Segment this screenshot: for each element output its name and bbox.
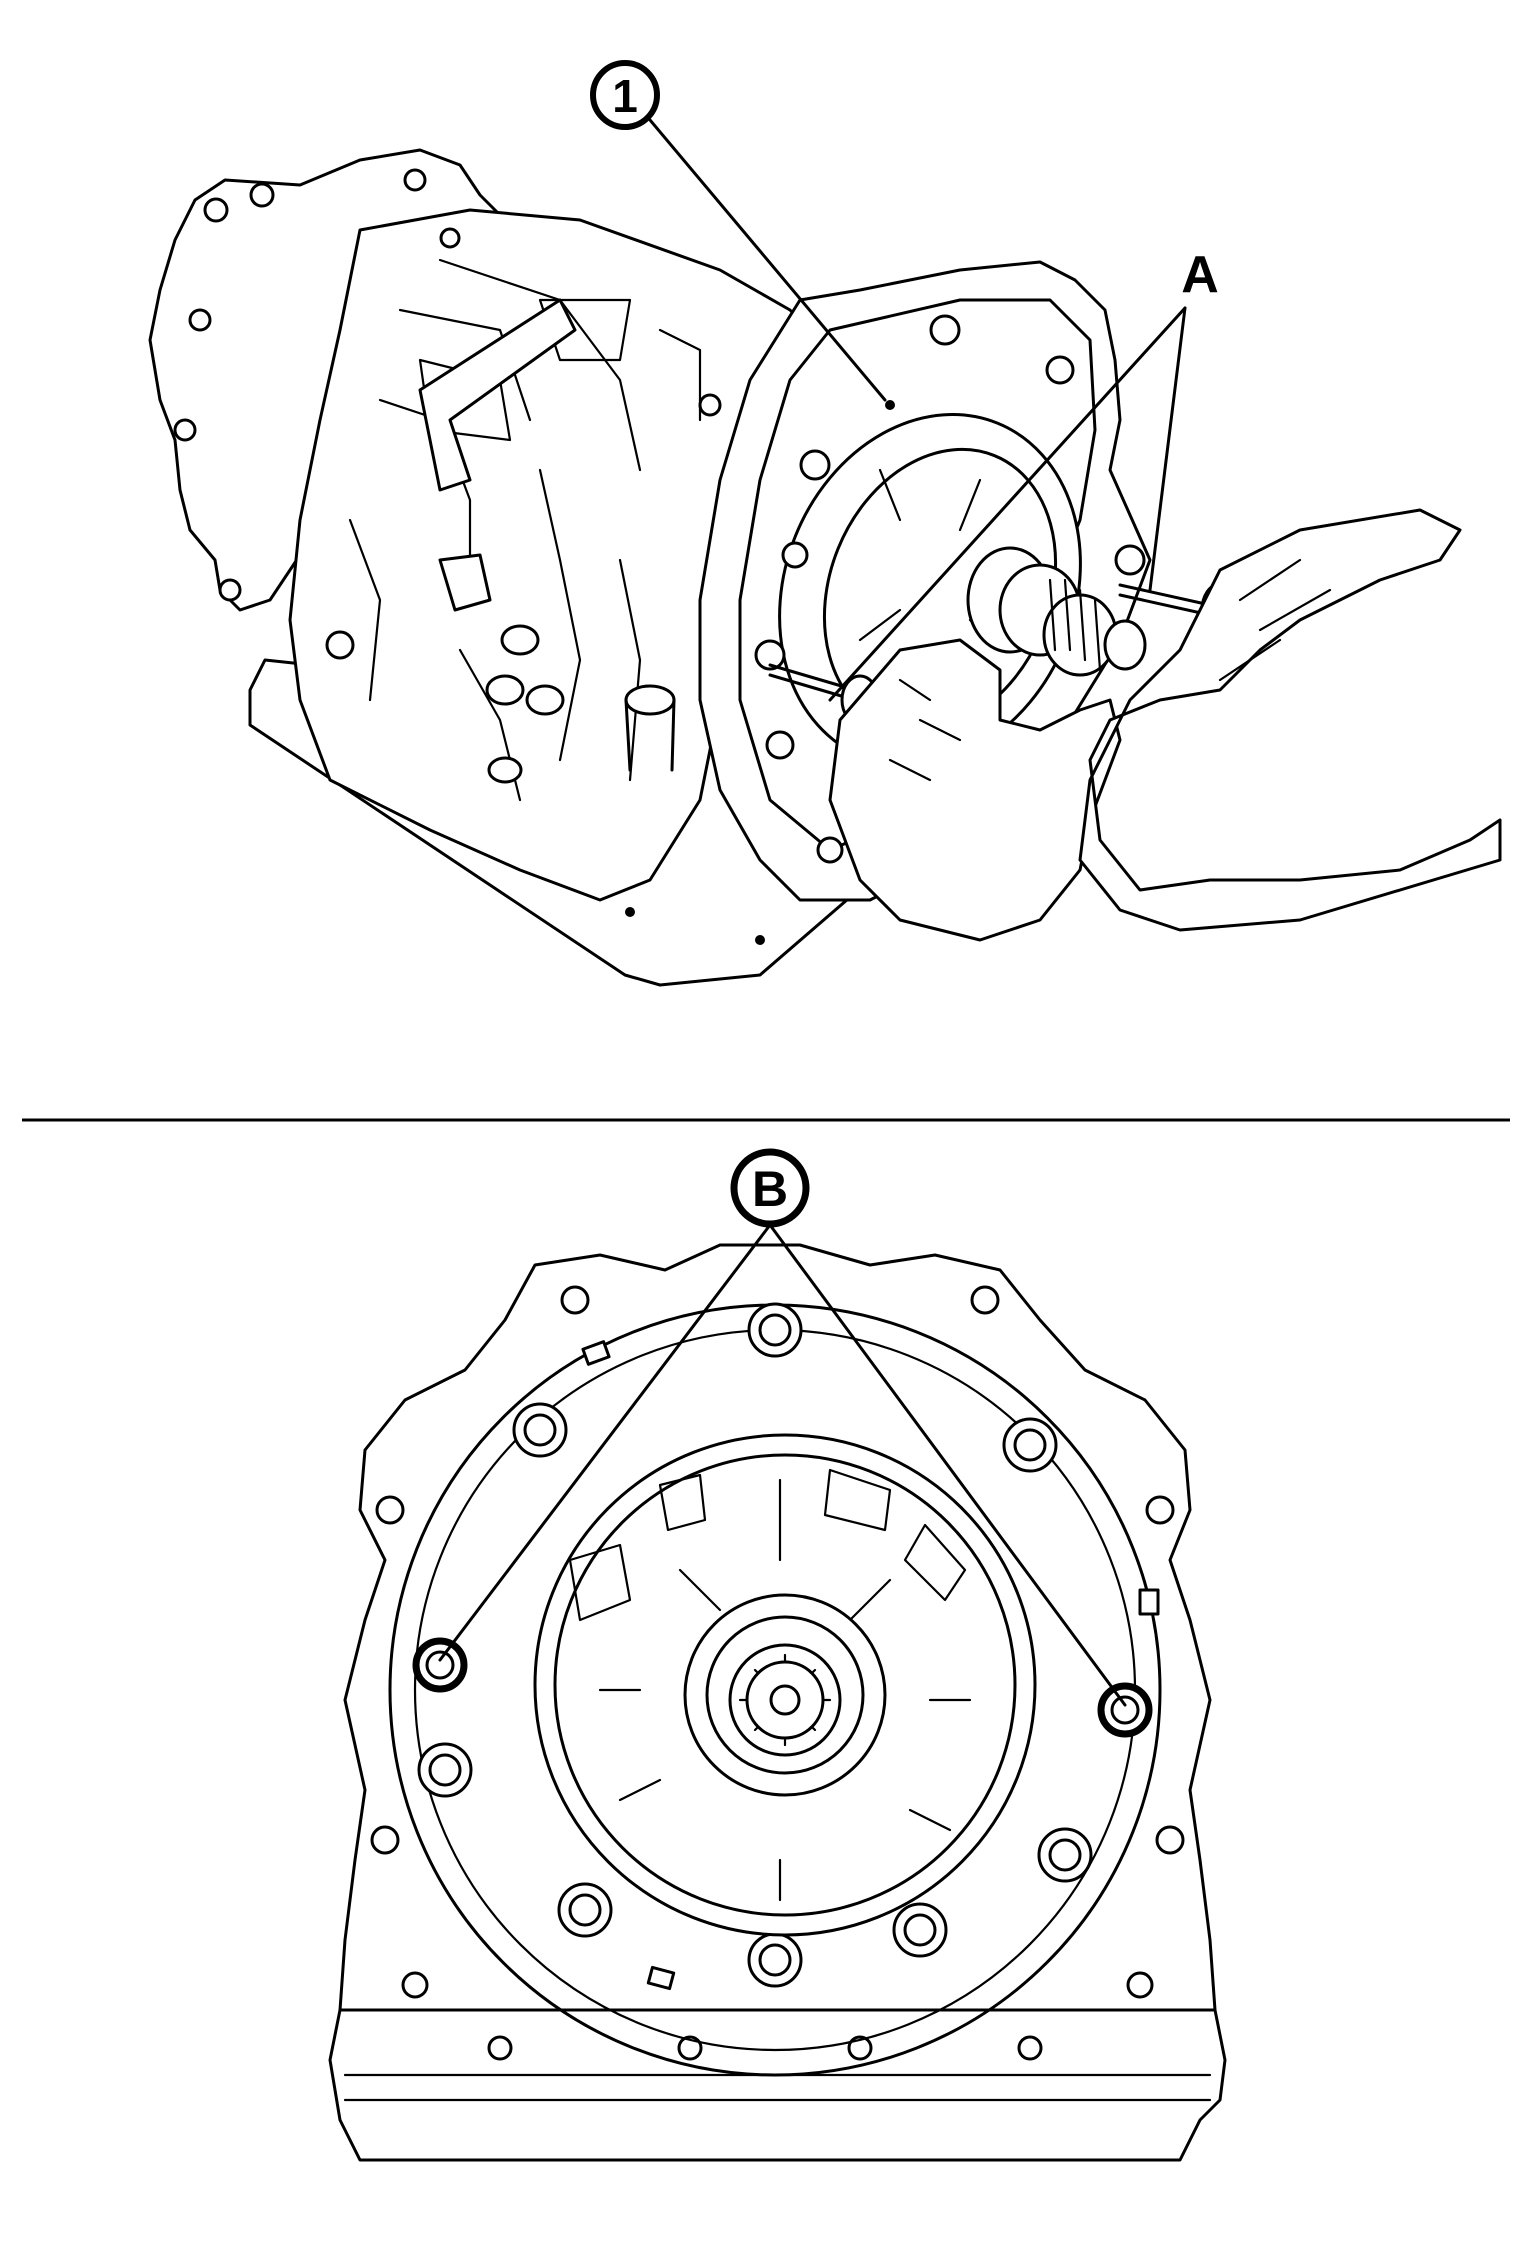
bottom-oil-pan	[328, 2008, 1227, 2162]
bottom-oil-pan-bolts	[487, 2035, 1043, 2061]
callout-b-label: B	[752, 1161, 788, 1217]
case-bolt-holes	[173, 168, 461, 660]
bottom-oil-pump	[533, 1433, 1037, 1937]
callout-1-label: 1	[612, 70, 638, 122]
bottom-illustration: B	[328, 1148, 1227, 2162]
callout-b: B	[438, 1148, 1127, 1707]
left-hand	[828, 638, 1122, 942]
case-fittings	[438, 553, 676, 784]
callout-1: 1	[590, 60, 895, 410]
top-illustration: 1 A	[148, 60, 1502, 987]
case-bracket	[418, 298, 577, 492]
bottom-flange-holes	[370, 1285, 1185, 1999]
right-hand-fingers	[1218, 558, 1332, 682]
location-b-holes	[412, 1637, 1153, 1738]
flange-bolt-holes	[698, 314, 1146, 877]
callout-a: A	[828, 246, 1219, 702]
gasket-tabs	[581, 1340, 1160, 1991]
bottom-ring-bolts	[417, 1302, 1093, 1988]
callout-a-label: A	[1181, 246, 1219, 304]
right-hand	[1078, 508, 1502, 932]
left-hand-fingers	[888, 678, 962, 782]
